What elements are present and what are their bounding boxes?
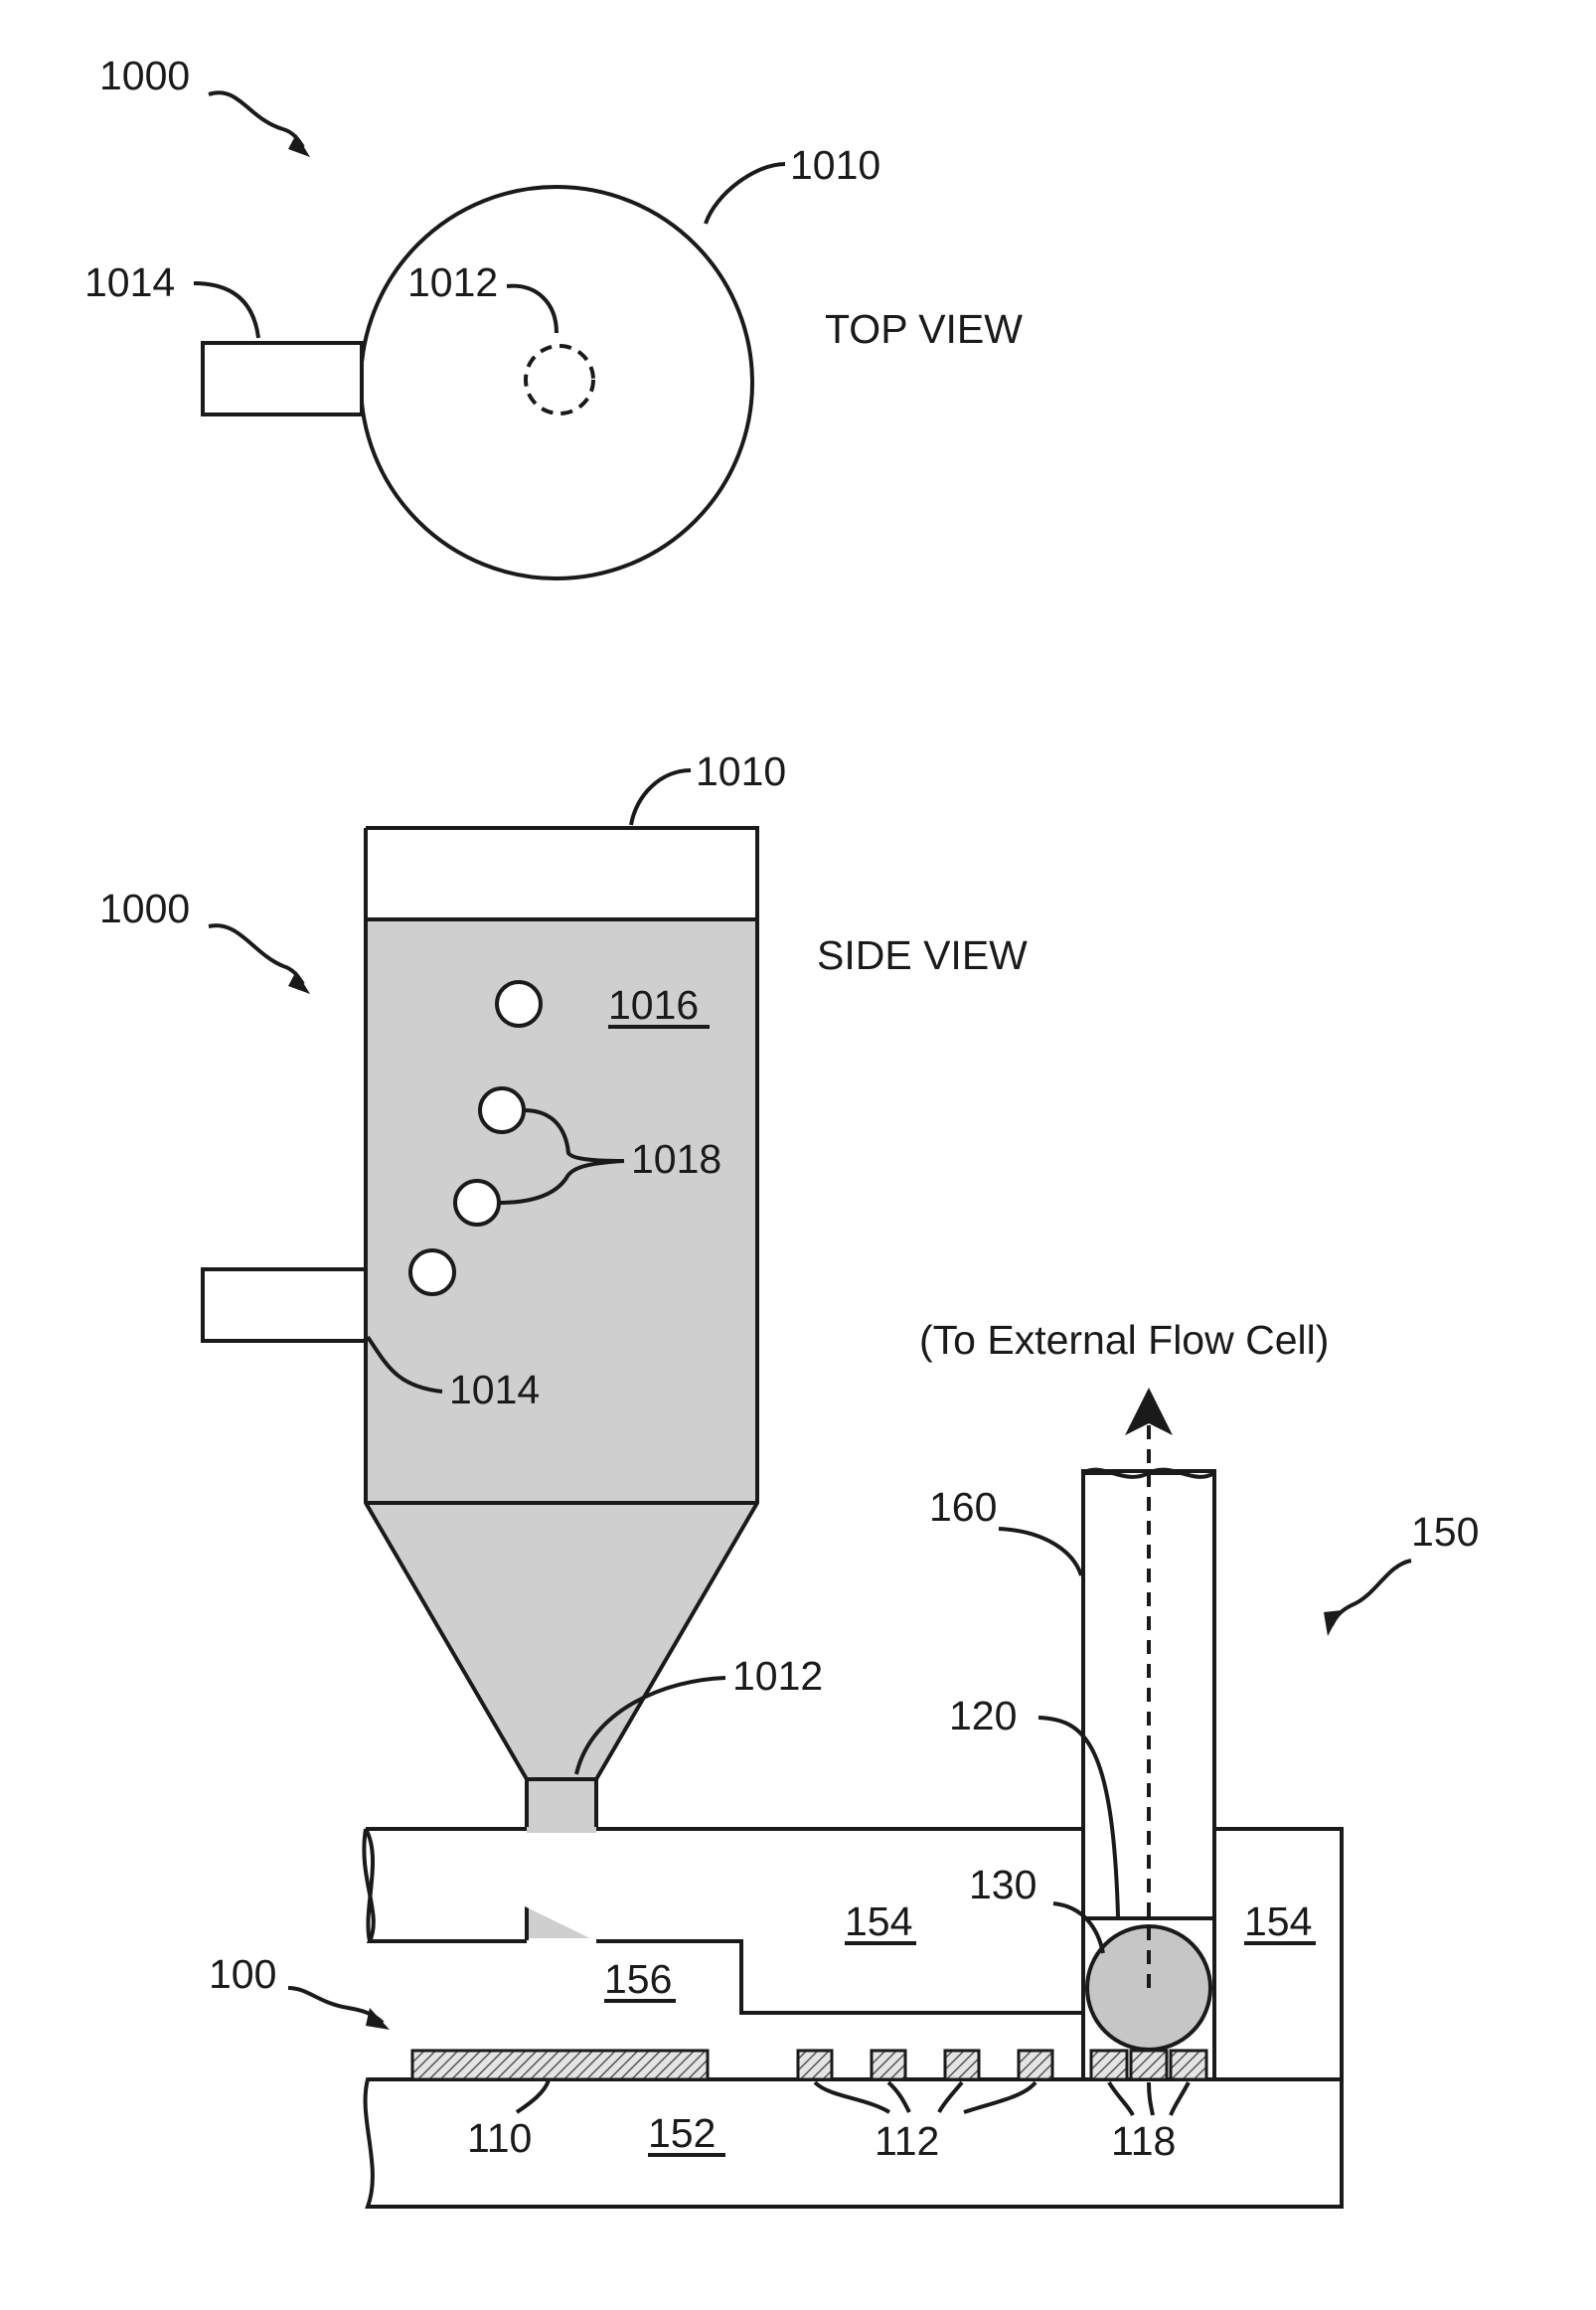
upper-layer-cover (527, 1827, 596, 1833)
outlet-ref-top: 1012 (407, 259, 498, 305)
substrate-ref: 152 (648, 2110, 716, 2156)
system-ref: 150 (1411, 1509, 1479, 1555)
electrode-ref: 110 (467, 2115, 532, 2161)
electrode-112-a (798, 2051, 832, 2079)
vessel-ref-side: 1010 (696, 748, 786, 794)
external-note: (To External Flow Cell) (919, 1317, 1329, 1363)
particle-4 (410, 1250, 454, 1294)
tube-ref: 160 (929, 1484, 997, 1530)
upper-layer-ref-right: 154 (1244, 1898, 1312, 1944)
sensor-118-b (1131, 2051, 1167, 2079)
sensor-118-c (1171, 2051, 1206, 2079)
particles-ref: 1018 (631, 1136, 721, 1182)
electrode-110 (412, 2051, 708, 2079)
electrode-array-ref: 112 (875, 2118, 939, 2164)
assembly-ref-side: 1000 (99, 886, 190, 931)
vessel-ref-top: 1010 (790, 142, 880, 188)
particle-3 (455, 1181, 499, 1225)
assembly-arrow-top (288, 134, 310, 157)
vessel-leader-top (706, 164, 785, 224)
device-arrow (366, 2008, 390, 2030)
assembly-leader-side (209, 925, 303, 984)
sensor-array-ref: 118 (1111, 2118, 1176, 2164)
top-view-label: TOP VIEW (825, 306, 1023, 352)
fluid-ref: 1016 (608, 982, 699, 1028)
port-ref-side: 1014 (449, 1367, 540, 1412)
system-arrow (1324, 1610, 1342, 1636)
system-leader (1332, 1561, 1411, 1625)
side-view: 1000 1010 SIDE VIEW 1016 1018 1014 1012 (99, 748, 1479, 2207)
port-ref-top: 1014 (84, 259, 175, 305)
sensor-118-a (1091, 2051, 1127, 2079)
particle-1 (497, 982, 541, 1026)
top-view: 1000 1010 1012 1014 TOP VIEW (84, 53, 1023, 578)
particle-2 (480, 1088, 524, 1132)
bead-ref: 130 (969, 1862, 1037, 1907)
electrode-112-c (945, 2051, 979, 2079)
assembly-leader-top (209, 92, 303, 147)
vessel-top-circle (361, 187, 752, 578)
tube-leader (999, 1529, 1081, 1575)
membrane-ref: 120 (949, 1693, 1017, 1738)
electrode-112-d (1019, 2051, 1052, 2079)
device-ref: 100 (209, 1951, 276, 1997)
assembly-arrow-side (288, 971, 310, 994)
vessel-leader-side (631, 770, 691, 825)
outlet-ref-side: 1012 (732, 1653, 823, 1699)
upper-layer-ref-left: 154 (845, 1898, 912, 1944)
port-leader-top (194, 283, 258, 338)
side-view-label: SIDE VIEW (817, 932, 1028, 978)
fluid-region (366, 919, 757, 1779)
port-top-rect (203, 343, 362, 414)
electrode-112-b (872, 2051, 905, 2079)
channel-ref: 156 (604, 1956, 672, 2002)
assembly-ref-top: 1000 (99, 53, 190, 98)
port-side-rect (203, 1269, 366, 1341)
